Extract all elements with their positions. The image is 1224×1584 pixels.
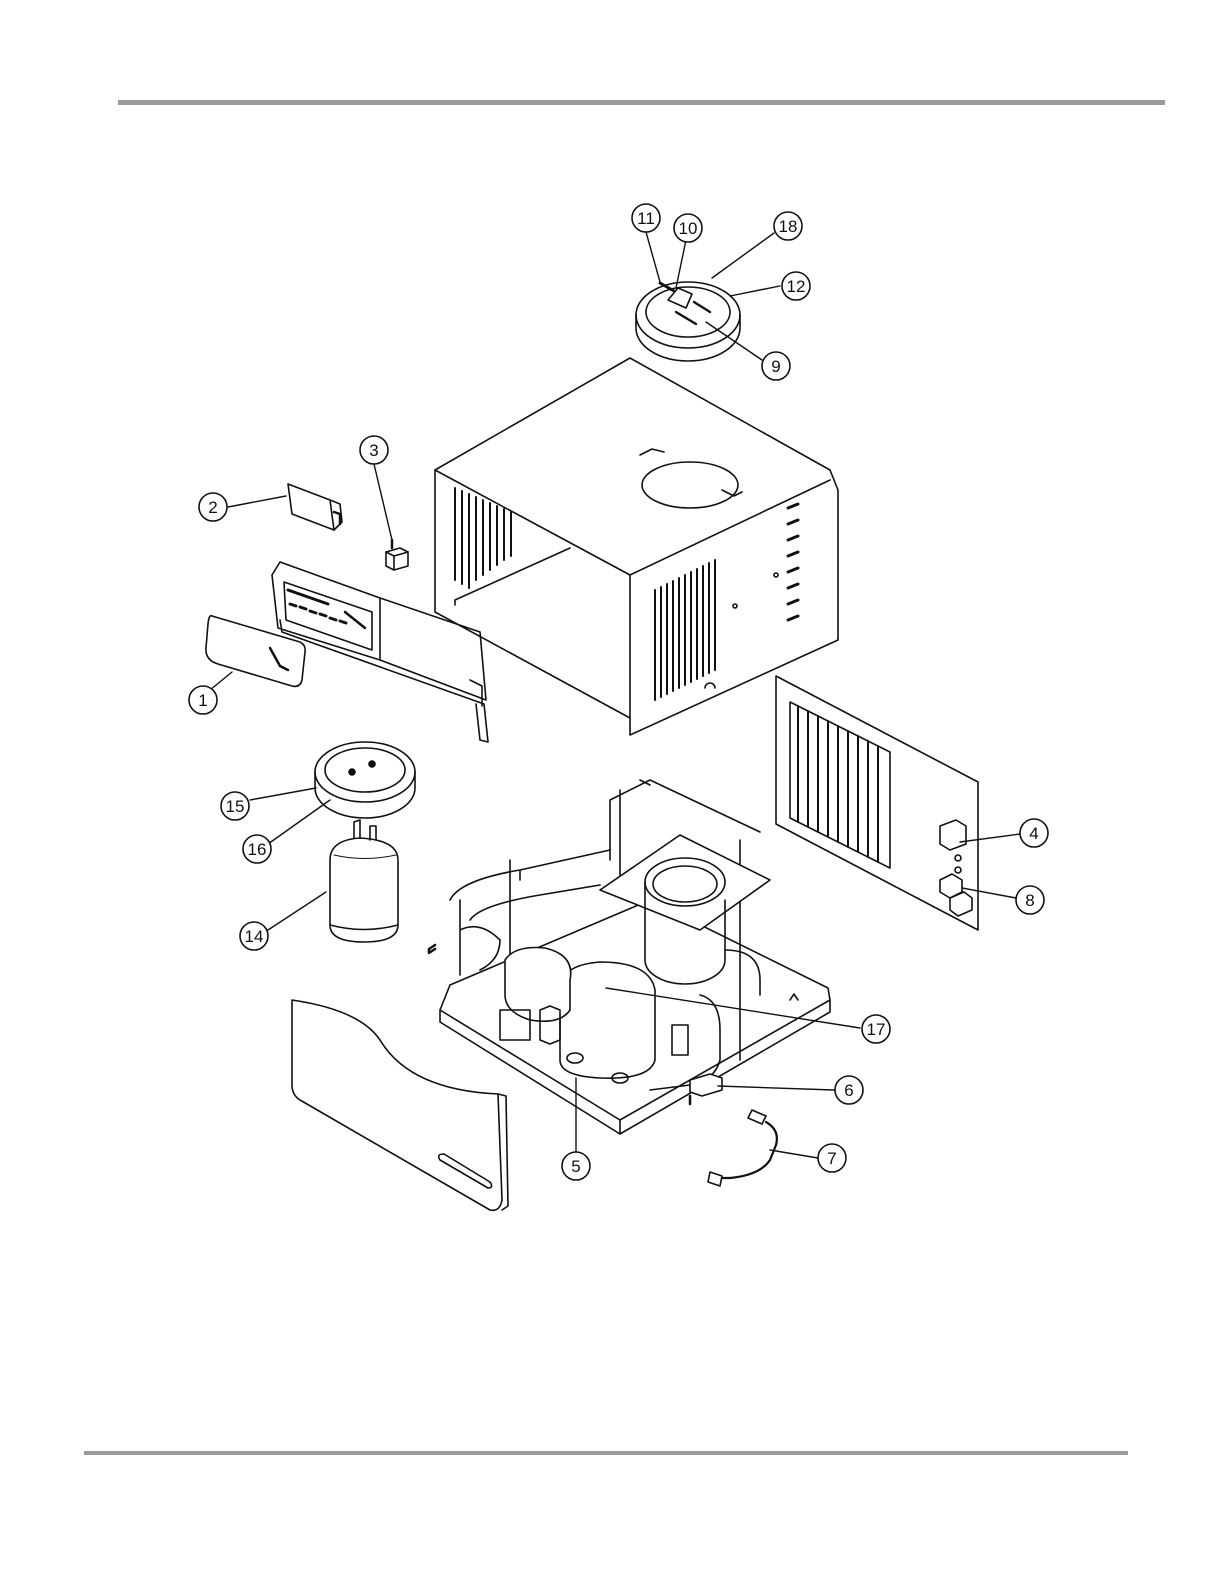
svg-text:15: 15: [226, 797, 245, 816]
svg-text:16: 16: [248, 840, 267, 859]
svg-text:4: 4: [1029, 824, 1038, 843]
callout-7: 7: [818, 1144, 846, 1172]
callout-18: 18: [774, 212, 802, 240]
back-panel: [776, 676, 978, 930]
top-lid-assembly: [636, 282, 740, 361]
tank-lid: [315, 742, 415, 818]
callout-2: 2: [199, 493, 227, 521]
svg-text:14: 14: [245, 927, 264, 946]
svg-text:1: 1: [198, 691, 207, 710]
svg-text:17: 17: [867, 1020, 886, 1039]
svg-text:11: 11: [637, 209, 655, 228]
callout-11: 11: [632, 204, 660, 232]
base-refrigeration-unit: [429, 780, 830, 1134]
svg-text:5: 5: [571, 1157, 580, 1176]
callout-15: 15: [221, 792, 249, 820]
footer-rule: [84, 1451, 1128, 1455]
callout-14: 14: [240, 922, 268, 950]
callout-1: 1: [189, 686, 217, 714]
svg-text:7: 7: [827, 1149, 836, 1168]
transformer: [386, 540, 408, 570]
callout-9: 9: [762, 352, 790, 380]
svg-text:9: 9: [771, 357, 780, 376]
callout-5: 5: [562, 1152, 590, 1180]
power-cord: [708, 1110, 777, 1186]
svg-text:6: 6: [844, 1081, 853, 1100]
svg-text:3: 3: [369, 441, 378, 460]
callout-4: 4: [1020, 819, 1048, 847]
storage-tank: [330, 820, 398, 942]
svg-text:12: 12: [787, 277, 806, 296]
callout-16: 16: [243, 835, 271, 863]
callout-10: 10: [674, 214, 702, 242]
svg-text:18: 18: [779, 217, 798, 236]
callout-12: 12: [782, 272, 810, 300]
control-board: [288, 484, 342, 530]
svg-text:8: 8: [1025, 891, 1034, 910]
callout-3: 3: [360, 436, 388, 464]
callout-8: 8: [1016, 886, 1044, 914]
svg-text:10: 10: [679, 219, 698, 238]
callout-6: 6: [835, 1076, 863, 1104]
svg-text:2: 2: [208, 498, 217, 517]
callout-17: 17: [862, 1015, 890, 1043]
